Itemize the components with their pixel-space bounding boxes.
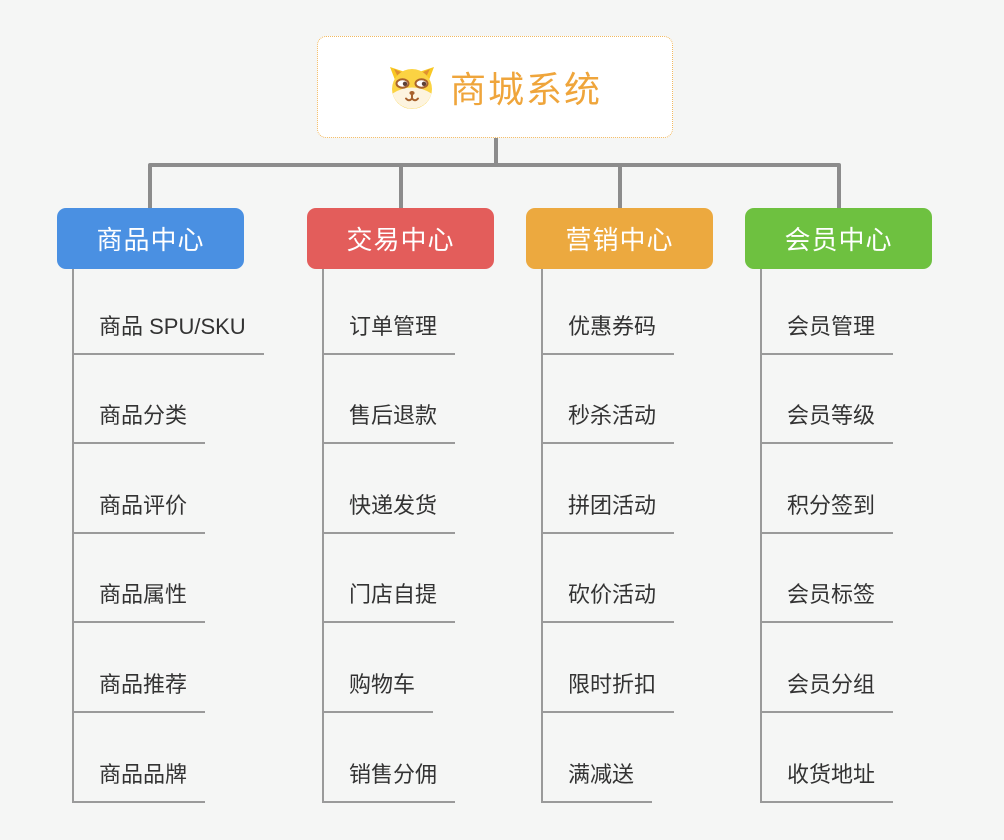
trunk-line-product-center [72,269,74,802]
branch-header-product-center[interactable]: 商品中心 [57,208,244,269]
leaf-node[interactable]: 快递发货 [322,491,456,534]
connector-bus [148,163,841,167]
branch-header-marketing-center[interactable]: 营销中心 [526,208,713,269]
branch-label: 交易中心 [346,225,455,255]
leaf-node[interactable]: 商品评价 [72,491,206,534]
leaf-node[interactable]: 优惠券码 [541,312,675,355]
leaf-node[interactable]: 满减送 [541,760,653,803]
connector-drop-3 [837,165,841,209]
leaf-node[interactable]: 会员等级 [760,401,894,444]
branch-label: 商品中心 [96,225,205,255]
trunk-line-marketing-center [541,269,543,802]
leaf-node[interactable]: 秒杀活动 [541,401,675,444]
root-label: 商城系统 [449,69,602,110]
leaf-node[interactable]: 限时折扣 [541,670,675,713]
branch-label: 营销中心 [565,225,674,255]
leaf-node[interactable]: 拼团活动 [541,491,675,534]
leaf-node[interactable]: 订单管理 [322,312,456,355]
leaf-node[interactable]: 销售分佣 [322,760,456,803]
root-node[interactable]: 商城系统 [317,36,673,138]
trunk-line-member-center [760,269,762,802]
leaf-node[interactable]: 购物车 [322,670,434,713]
leaf-node[interactable]: 会员标签 [760,580,894,623]
leaf-node[interactable]: 商品推荐 [72,670,206,713]
leaf-node[interactable]: 售后退款 [322,401,456,444]
leaf-node[interactable]: 收货地址 [760,760,894,803]
leaf-node[interactable]: 商品分类 [72,401,206,444]
leaf-node[interactable]: 砍价活动 [541,580,675,623]
leaf-node[interactable]: 积分签到 [760,491,894,534]
leaf-node[interactable]: 会员分组 [760,670,894,713]
trunk-line-trade-center [322,269,324,802]
branch-header-member-center[interactable]: 会员中心 [745,208,932,269]
connector-drop-2 [618,165,622,209]
branch-header-trade-center[interactable]: 交易中心 [307,208,494,269]
leaf-node[interactable]: 门店自提 [322,580,456,623]
leaf-node[interactable]: 商品属性 [72,580,206,623]
leaf-node[interactable]: 商品 SPU/SKU [72,312,264,355]
leaf-node[interactable]: 商品品牌 [72,760,206,803]
branch-label: 会员中心 [784,225,893,255]
connector-root-stub [494,138,498,165]
dog-icon [388,65,436,110]
connector-drop-0 [148,165,152,209]
connector-drop-1 [399,165,403,209]
leaf-node[interactable]: 会员管理 [760,312,894,355]
